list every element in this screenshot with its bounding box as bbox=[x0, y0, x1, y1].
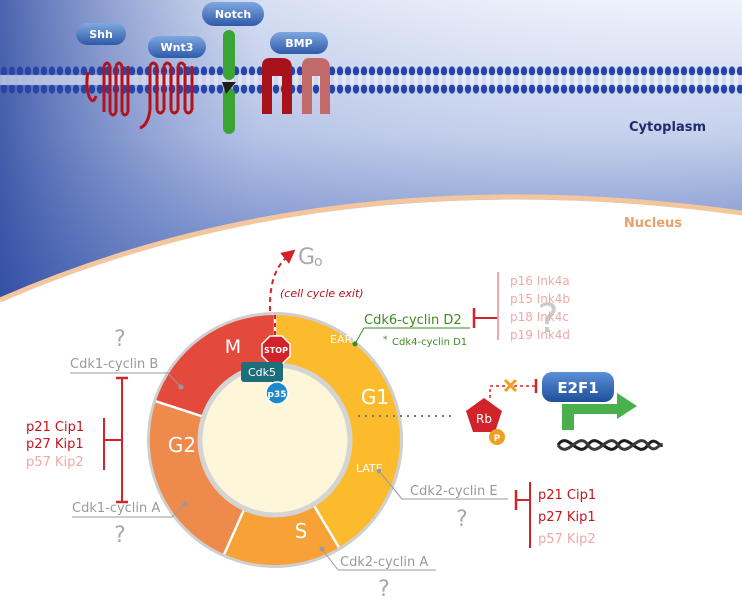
phase-g2-segment bbox=[149, 401, 245, 555]
bmp-ligand: BMP bbox=[270, 32, 328, 54]
left-p57-kip2-label: p57 Kip2 bbox=[26, 455, 84, 470]
cdk2-e-question-mark: ? bbox=[456, 507, 468, 532]
phase-g1-label: G1 bbox=[361, 385, 389, 409]
cdk4-asterisk: * bbox=[383, 335, 388, 345]
cdk6-cyclin-d2-label: Cdk6-cyclin D2 bbox=[364, 313, 462, 328]
cdk6-cyclin-d2-group: Cdk6-cyclin D2 * Cdk4-cyclin D1 bbox=[352, 313, 470, 348]
nucleus-label: Nucleus bbox=[624, 216, 682, 231]
p16-ink4a-label: p16 Ink4a bbox=[510, 274, 570, 288]
rb-phospho-label: P bbox=[494, 434, 501, 444]
cdk5-box: Cdk5 bbox=[241, 362, 283, 382]
left-p27-kip1-label: p27 Kip1 bbox=[26, 437, 84, 452]
patched-receptor bbox=[85, 61, 130, 117]
ink4-question-mark: ? bbox=[537, 296, 558, 342]
cdk1-cyclin-a-label: Cdk1-cyclin A bbox=[72, 501, 160, 516]
phase-m-segment bbox=[155, 314, 275, 417]
right-p27-kip1-label: p27 Kip1 bbox=[538, 510, 596, 525]
left-p21-cip1-label: p21 Cip1 bbox=[26, 420, 84, 435]
bmp-label: BMP bbox=[285, 37, 312, 50]
phase-m-label: M bbox=[225, 336, 241, 358]
p35-label: p35 bbox=[268, 390, 287, 400]
p15-ink4b-label: p15 Ink4b bbox=[510, 292, 570, 306]
cdk1-cyclin-a-group: Cdk1-cyclin A ? bbox=[72, 501, 188, 548]
e2f1-label: E2F1 bbox=[557, 379, 598, 397]
stop-sign: STOP bbox=[261, 335, 291, 365]
phase-s-segment bbox=[224, 504, 339, 565]
stop-label: STOP bbox=[264, 346, 288, 355]
late-g1-label: LATE bbox=[356, 462, 383, 475]
bmp-receptors bbox=[262, 58, 330, 114]
p18-ink4c-label: p18 Ink4c bbox=[510, 310, 569, 324]
cell-cycle-exit-label: (cell cycle exit) bbox=[280, 287, 364, 300]
cell-cycle-ring bbox=[147, 312, 403, 568]
rb-protein: Rb P bbox=[466, 398, 505, 445]
ink4-inhibitor-group: p16 Ink4a p15 Ink4b p18 Ink4c p19 Ink4d … bbox=[472, 272, 570, 342]
rb-e2f1-blocked-inhibition bbox=[489, 378, 538, 398]
g0-subscript: o bbox=[314, 254, 323, 270]
early-g1-label: EARLY bbox=[330, 333, 364, 346]
wnt3-label: Wnt3 bbox=[161, 41, 194, 54]
shh-ligand: Shh bbox=[76, 23, 126, 45]
rb-label: Rb bbox=[476, 412, 492, 426]
right-cip-kip-group: p21 Cip1 p27 Kip1 p57 Kip2 bbox=[514, 482, 596, 548]
cdk2-cyclin-a-group: Cdk2-cyclin A ? bbox=[319, 546, 436, 600]
plasma-membrane bbox=[0, 66, 742, 94]
phase-g1-segment bbox=[275, 315, 400, 548]
notch-ligand: Notch bbox=[202, 2, 264, 26]
notch-label: Notch bbox=[215, 8, 251, 21]
e2f1-factor: E2F1 bbox=[542, 372, 614, 402]
cytoplasm-label: Cytoplasm bbox=[629, 120, 706, 135]
wnt3-ligand: Wnt3 bbox=[148, 36, 206, 58]
shh-label: Shh bbox=[89, 28, 113, 41]
cdk1-cyclin-b-group: ? Cdk1-cyclin B bbox=[70, 327, 184, 390]
frizzled-receptor bbox=[139, 61, 194, 130]
p19-ink4d-label: p19 Ink4d bbox=[510, 328, 570, 342]
cdk2-cyclin-e-label: Cdk2-cyclin E bbox=[410, 484, 498, 499]
p35-circle: p35 bbox=[265, 381, 289, 405]
right-p21-cip1-label: p21 Cip1 bbox=[538, 488, 596, 503]
transcription-arrow bbox=[562, 393, 637, 430]
notch-receptor bbox=[222, 30, 236, 134]
cdk5-label: Cdk5 bbox=[248, 366, 276, 379]
cdk1-b-question-mark: ? bbox=[114, 327, 126, 352]
cdk4-cyclin-d1-label: Cdk4-cyclin D1 bbox=[392, 337, 467, 348]
g0-label: G bbox=[298, 245, 315, 270]
cdk2-cyclin-e-group: Cdk2-cyclin E ? bbox=[376, 468, 508, 532]
dna-helix bbox=[556, 439, 664, 451]
left-cip-kip-group: p21 Cip1 p27 Kip1 p57 Kip2 bbox=[26, 376, 128, 504]
cdk2-a-question-mark: ? bbox=[378, 577, 390, 600]
phase-s-label: S bbox=[295, 519, 308, 543]
cdk1-cyclin-b-label: Cdk1-cyclin B bbox=[70, 357, 158, 372]
phase-g2-label: G2 bbox=[168, 433, 196, 457]
right-p57-kip2-label: p57 Kip2 bbox=[538, 532, 596, 547]
cdk2-cyclin-a-label: Cdk2-cyclin A bbox=[340, 555, 428, 570]
nuclear-envelope bbox=[0, 194, 742, 303]
cdk1-a-question-mark: ? bbox=[114, 523, 126, 548]
